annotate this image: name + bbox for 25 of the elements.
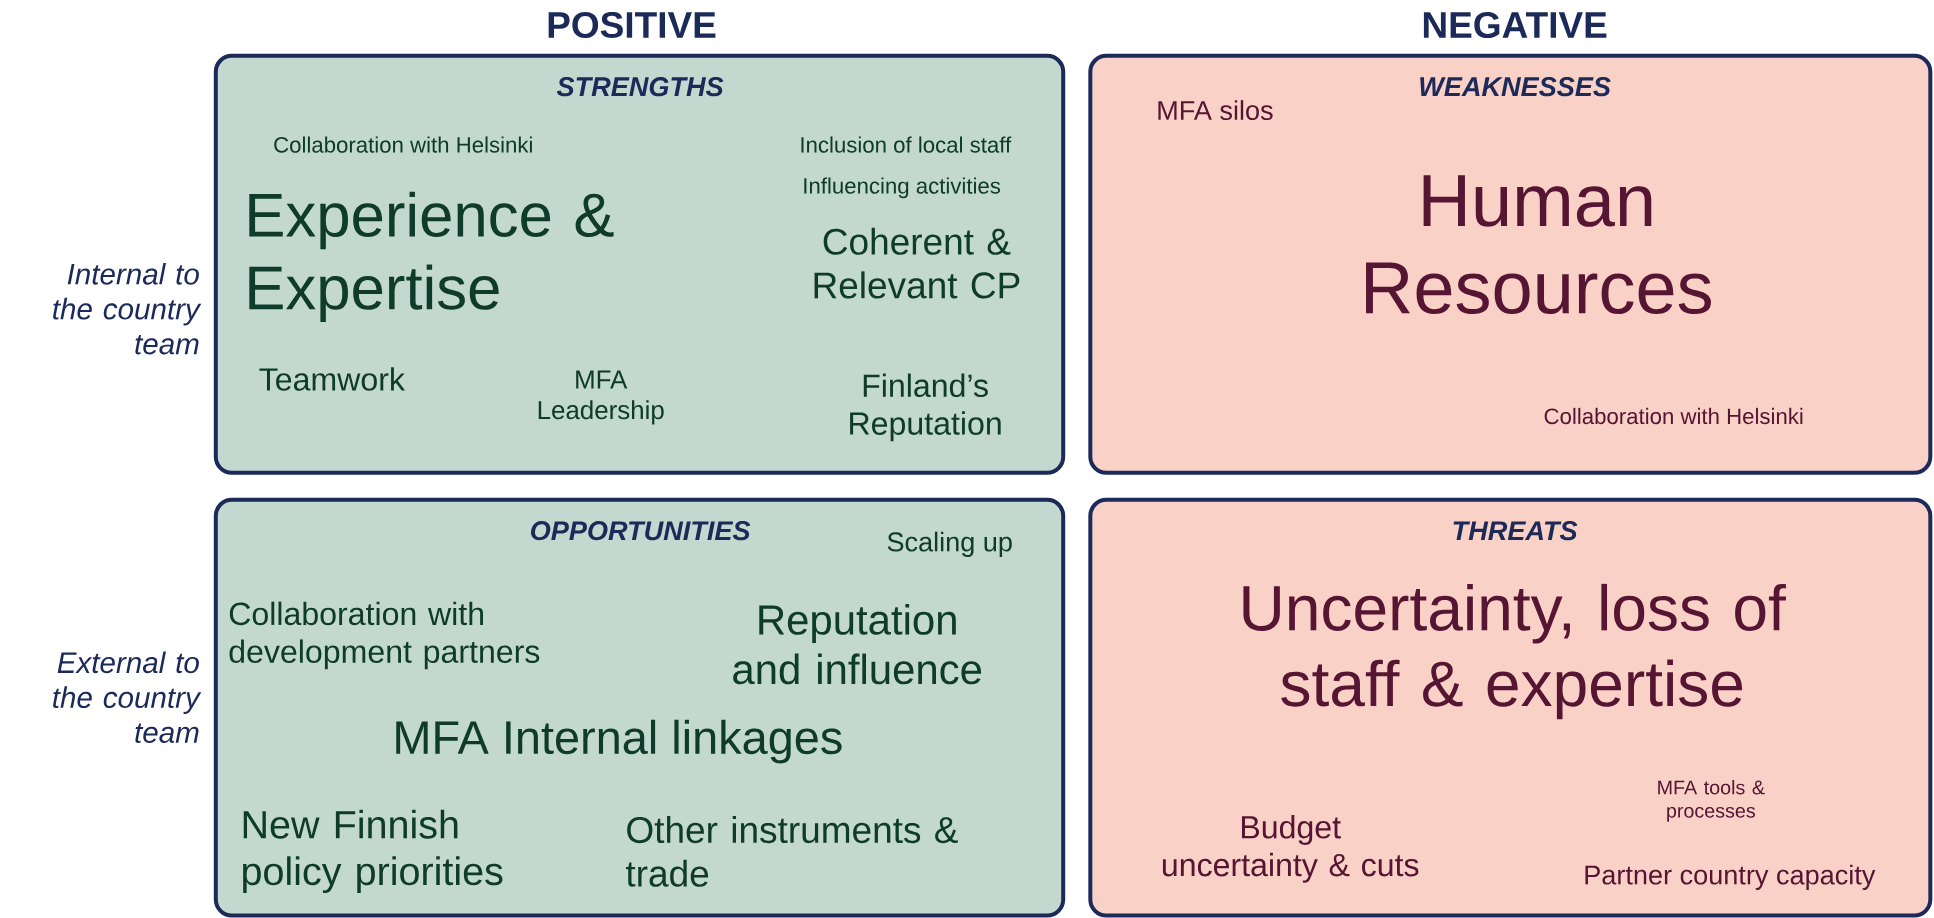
word-label: Finland’s Reputation [850, 373, 1001, 442]
word-label: Human Resources [1366, 175, 1711, 315]
word-label: New Finnish policy priorities [243, 809, 503, 894]
word-label: Collaboration with development partners [229, 601, 540, 670]
word-label: Experience & Expertise [249, 191, 614, 323]
word-label: Influencing activities [804, 177, 1001, 199]
word-label: MFA silos [1158, 100, 1273, 121]
word-label: Reputation and influence [733, 604, 982, 685]
quadrant-heading: THREATS [1453, 521, 1578, 541]
word-label: Coherent & Relevant CP [814, 227, 1020, 299]
word-label: Other instruments & trade [626, 815, 958, 887]
word-label: Inclusion of local staff [801, 136, 1012, 153]
word-label: Partner country capacity [1585, 864, 1876, 890]
word-label: MFA Leadership [538, 370, 664, 425]
quadrant-heading: OPPORTUNITIES [531, 521, 751, 541]
quadrant-heading: WEAKNESSES [1420, 77, 1611, 97]
word-label: Uncertainty, loss of staff & expertise [1243, 583, 1786, 720]
word-label: Collaboration with Helsinki [274, 136, 532, 153]
word-label: MFA tools & processes [1658, 779, 1765, 822]
word-label: Collaboration with Helsinki [1544, 407, 1803, 425]
word-label: MFA Internal linkages [396, 719, 842, 764]
word-label: Scaling up [887, 531, 1012, 557]
word-label: Budget uncertainty & cuts [1162, 815, 1419, 883]
quadrant-heading: STRENGTHS [556, 77, 724, 97]
word-label: Teamwork [259, 367, 405, 391]
